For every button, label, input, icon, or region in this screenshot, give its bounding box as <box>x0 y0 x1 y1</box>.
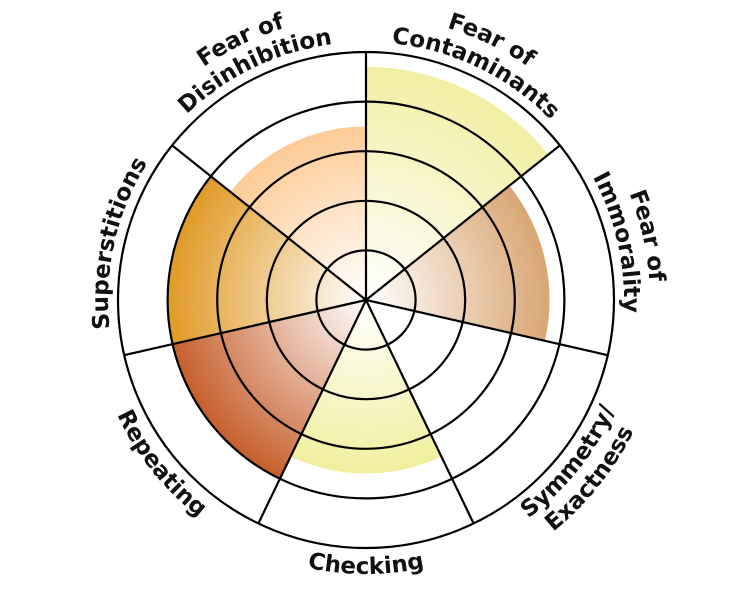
wedges <box>167 66 550 479</box>
category-label: Superstitions <box>88 152 153 330</box>
grid-spoke <box>257 299 367 524</box>
grid-spoke <box>123 298 367 357</box>
grid-spoke <box>365 298 609 357</box>
grid-spoke <box>365 144 561 301</box>
category-label: Immorality <box>587 168 644 313</box>
wedge-checking <box>290 300 442 474</box>
grid <box>116 50 616 550</box>
category-label: Checking <box>306 548 426 580</box>
category-label: Repeating <box>112 406 212 522</box>
category-label-line: Checking <box>306 548 426 580</box>
grid-spoke <box>171 144 367 301</box>
grid-spoke <box>365 299 475 524</box>
wedge-fear-of-disinhibition <box>230 126 366 301</box>
category-label-line: Repeating <box>112 406 212 522</box>
category-label-line: Superstitions <box>88 152 153 330</box>
category-label-line: Immorality <box>587 168 644 313</box>
